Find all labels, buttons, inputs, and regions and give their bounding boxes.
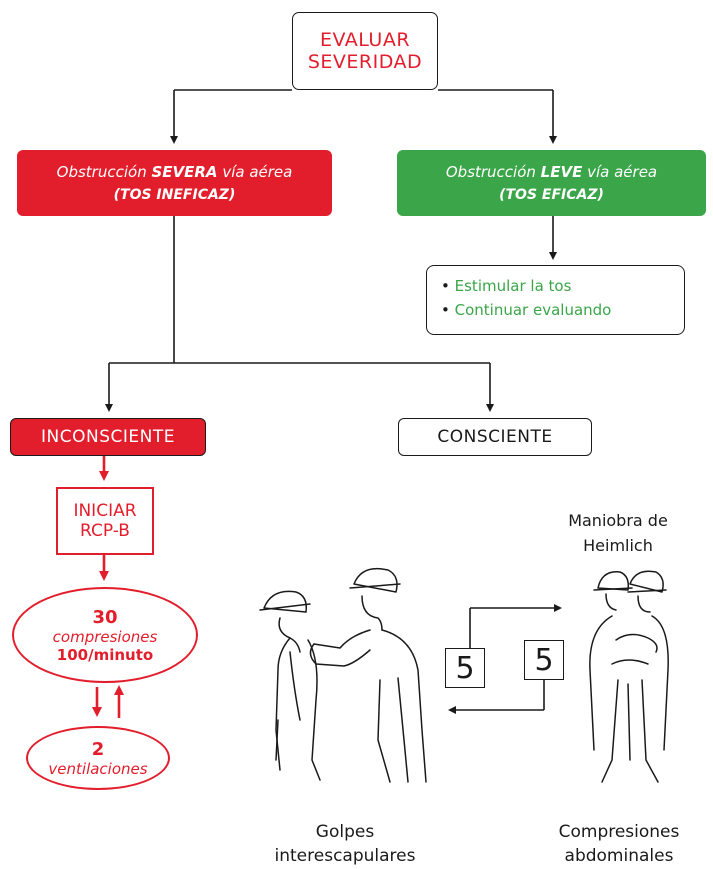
severe-subtitle: (TOS INEFICAZ) bbox=[113, 187, 236, 203]
mild-title: Obstrucción LEVE vía aérea bbox=[445, 163, 658, 181]
mild-actions-box: • Estimular la tos • Continuar evaluando bbox=[426, 265, 685, 335]
abdominal-count: 5 bbox=[534, 642, 554, 678]
back-blows-illustration bbox=[259, 567, 427, 783]
severe-title: Obstrucción SEVERA vía aérea bbox=[56, 163, 293, 181]
evaluate-line-1: EVALUAR bbox=[319, 29, 411, 51]
evaluate-branch-lines bbox=[170, 89, 557, 144]
ventilations-ellipse: 2 ventilaciones bbox=[26, 726, 170, 790]
compressions-rate: 100/minuto bbox=[56, 645, 154, 664]
start-cpr-box: INICIAR RCP-B bbox=[56, 487, 154, 555]
heimlich-illustration bbox=[589, 570, 669, 783]
action-item-keep-evaluating: • Continuar evaluando bbox=[441, 301, 612, 319]
conscious-label: CONSCIENTE bbox=[437, 427, 553, 447]
back-blows-caption: Golpes interescapulares bbox=[274, 822, 416, 866]
evaluate-severity-box: EVALUAR SEVERIDAD bbox=[292, 12, 438, 90]
abdominal-count-box: 5 bbox=[524, 640, 564, 680]
start-cpr-line-1: INICIAR bbox=[73, 501, 137, 521]
severe-branch-lines bbox=[105, 216, 494, 412]
conscious-box: CONSCIENTE bbox=[398, 418, 592, 456]
ventilations-count: 2 bbox=[91, 738, 105, 760]
mild-obstruction-box: Obstrucción LEVE vía aérea (TOS EFICAZ) bbox=[397, 150, 706, 216]
abdominal-caption: Compresiones abdominales bbox=[558, 822, 680, 866]
compressions-label: compresiones bbox=[52, 627, 158, 646]
ventilations-label: ventilaciones bbox=[48, 759, 148, 778]
compressions-ellipse: 30 compresiones 100/minuto bbox=[12, 587, 198, 683]
back-blows-count-box: 5 bbox=[445, 648, 485, 688]
unconscious-box: INCONSCIENTE bbox=[10, 418, 206, 456]
start-cpr-line-2: RCP-B bbox=[80, 521, 130, 541]
heimlich-title: Maniobra de Heimlich bbox=[568, 511, 668, 555]
bullet-icon: • bbox=[441, 277, 450, 295]
action-item-stimulate-cough: • Estimular la tos bbox=[441, 277, 572, 295]
compressions-count: 30 bbox=[92, 606, 118, 628]
severe-keyword: SEVERA bbox=[151, 163, 218, 181]
back-blows-count: 5 bbox=[455, 650, 475, 686]
bullet-icon: • bbox=[441, 301, 450, 319]
mild-subtitle: (TOS EFICAZ) bbox=[499, 187, 604, 203]
cycle-arrows bbox=[448, 604, 562, 714]
unconscious-label: INCONSCIENTE bbox=[41, 427, 175, 447]
mild-keyword: LEVE bbox=[540, 163, 583, 181]
severe-obstruction-box: Obstrucción SEVERA vía aérea (TOS INEFIC… bbox=[17, 150, 332, 216]
red-flow-arrows bbox=[92, 456, 124, 718]
evaluate-line-2: SEVERIDAD bbox=[307, 51, 423, 73]
